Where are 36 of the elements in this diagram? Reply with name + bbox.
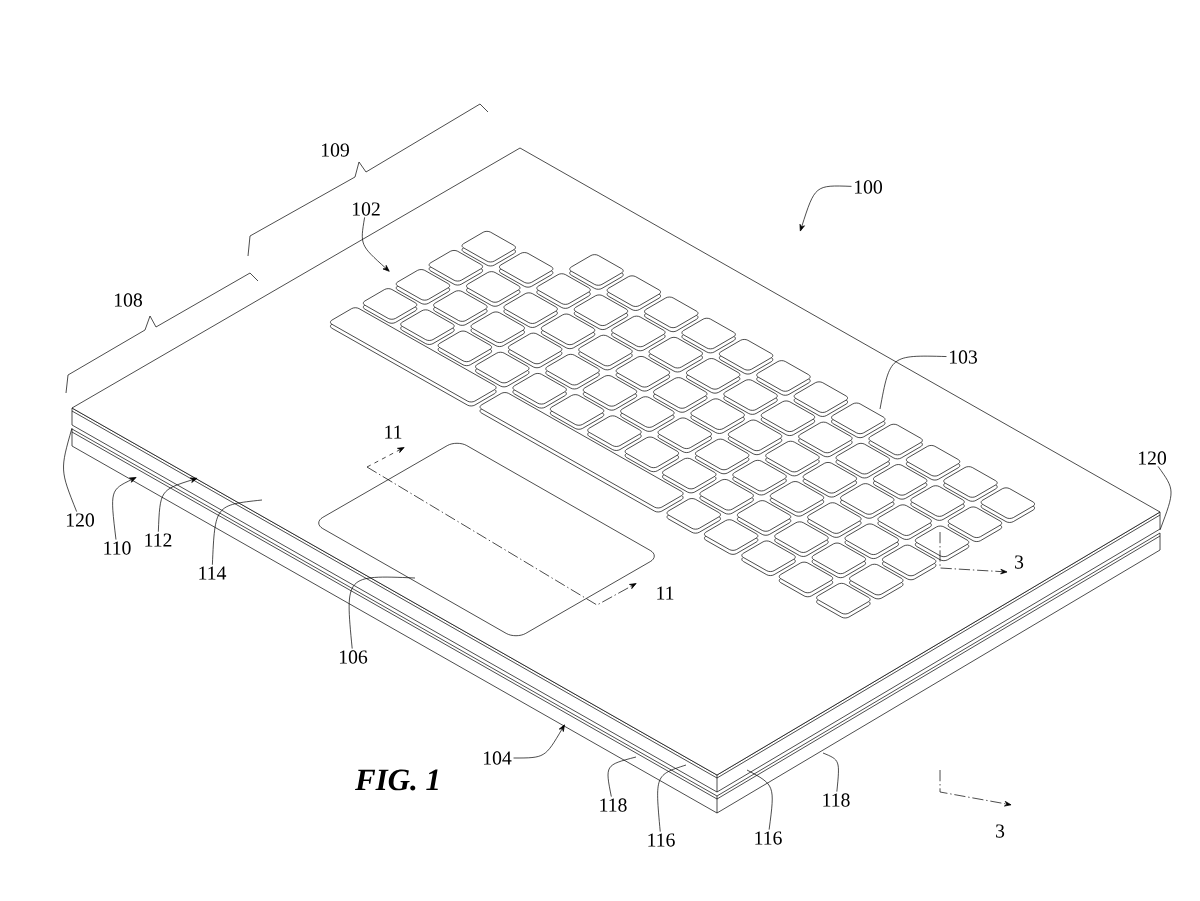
callout-number: 102 xyxy=(352,202,380,216)
callout-number: 104 xyxy=(483,751,512,765)
callout-number: 108 xyxy=(114,293,142,307)
figure-caption: FIG. 1 xyxy=(355,769,438,791)
leader-line xyxy=(1157,466,1172,531)
key xyxy=(831,402,886,439)
callout-number: 103 xyxy=(949,350,977,364)
leader-line xyxy=(212,499,263,566)
callout-number: 109 xyxy=(321,143,349,157)
leader-line xyxy=(746,769,773,830)
callout-number: 118 xyxy=(600,798,627,812)
leader-line xyxy=(799,185,852,232)
leader-line xyxy=(348,576,416,649)
callout-number: 112 xyxy=(145,533,172,547)
callout-number: 120 xyxy=(1138,451,1167,465)
leader-line xyxy=(879,355,947,410)
callout-number: 116 xyxy=(648,833,675,847)
callout-number: 116 xyxy=(755,831,782,845)
leader-line xyxy=(361,217,390,272)
callout-number: 100 xyxy=(854,180,882,194)
trackpad xyxy=(318,442,655,637)
leader-line xyxy=(158,477,198,533)
callout-number: 114 xyxy=(199,566,227,580)
leader-line xyxy=(607,756,637,797)
leader-line xyxy=(657,764,687,832)
callout-number: 120 xyxy=(66,513,94,527)
section-label: 3 xyxy=(1015,555,1024,569)
callout-number: 110 xyxy=(104,541,131,555)
leader-line xyxy=(112,477,137,540)
callout-number: 118 xyxy=(823,793,850,807)
leader-line xyxy=(513,724,565,759)
leader-line xyxy=(822,752,839,792)
key xyxy=(395,269,451,305)
callout-number: 106 xyxy=(339,650,368,664)
leader-line xyxy=(63,427,77,512)
section-label: 3 xyxy=(996,824,1005,838)
